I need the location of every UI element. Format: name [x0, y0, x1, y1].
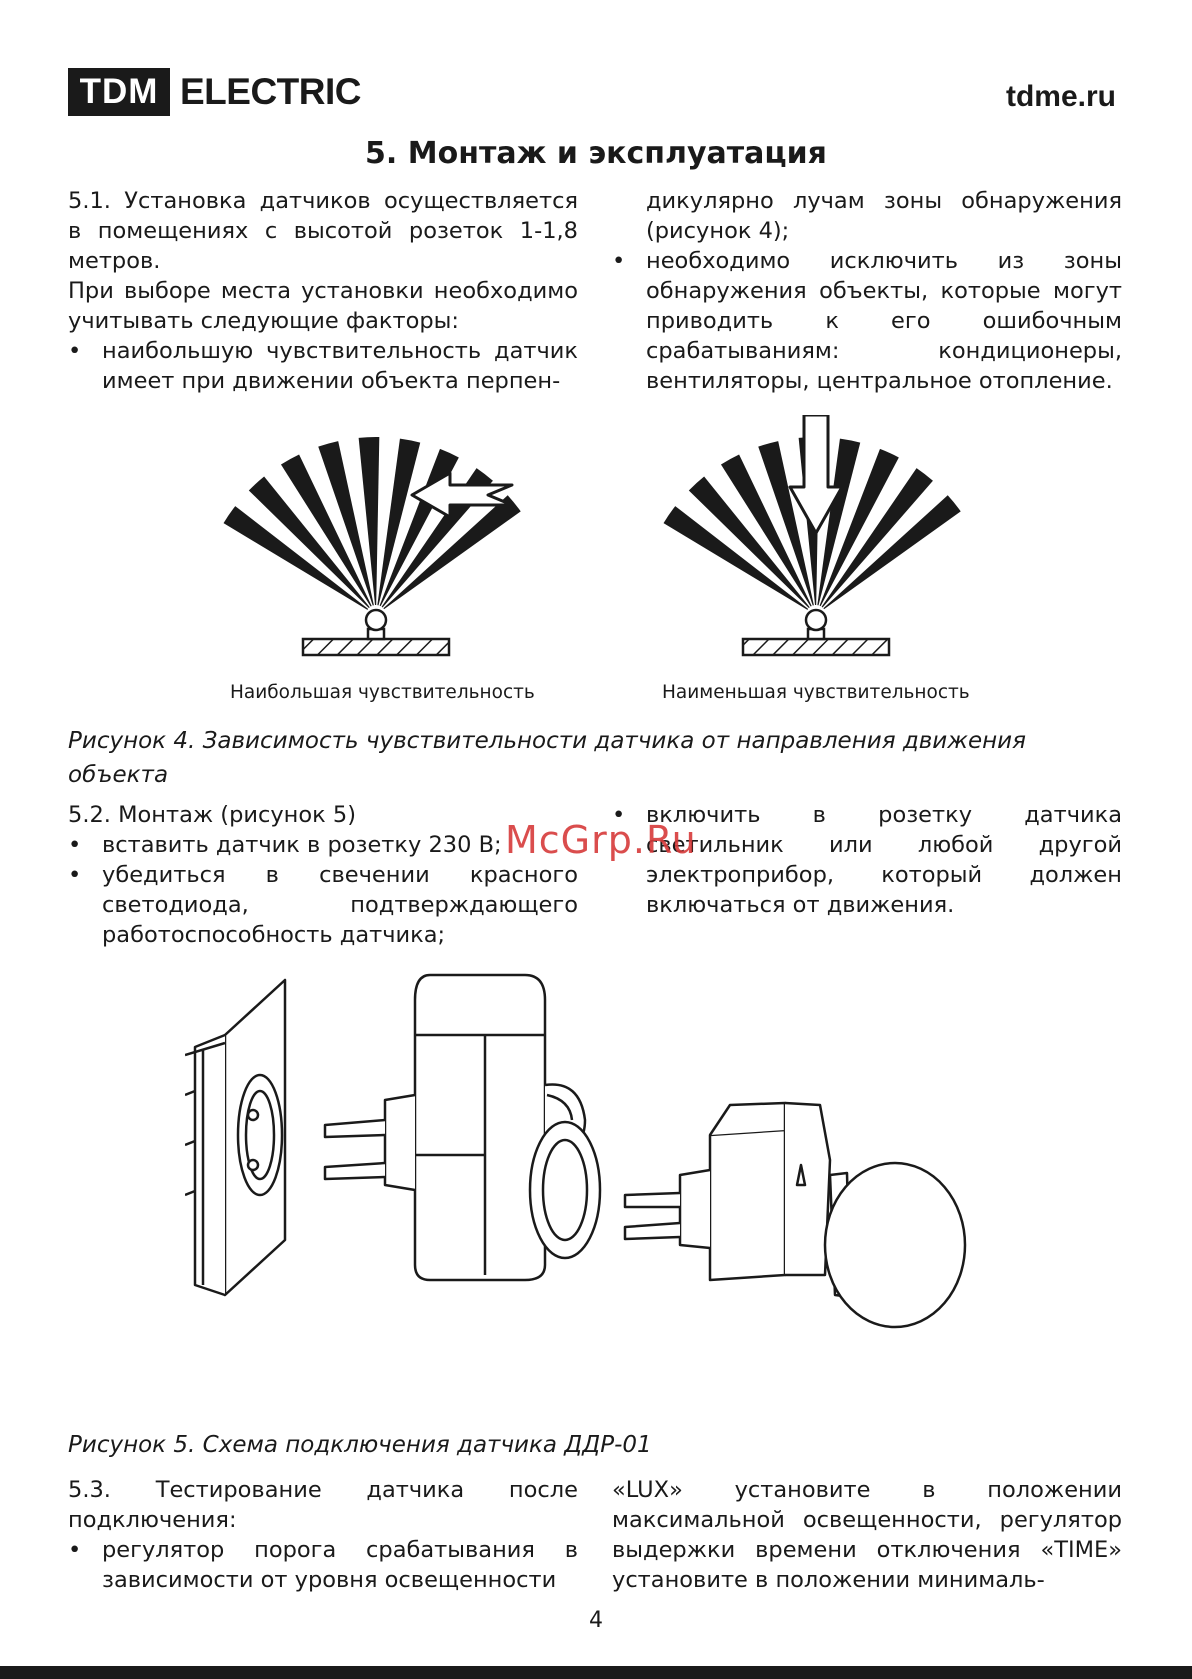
sec52-bullet-1: вставить датчик в розетку 230 В;: [68, 830, 578, 860]
detection-ray: [248, 476, 370, 609]
detection-ray: [318, 441, 374, 606]
detection-ray: [663, 506, 809, 610]
sensor-head-right: [804, 608, 828, 632]
bottom-bar: [0, 1666, 1192, 1679]
wall-mount-left: [301, 637, 451, 657]
logo-electric-word: ELECTRIC: [180, 71, 362, 112]
detection-ray: [223, 506, 369, 610]
section-5-3-right: «LUX» установите в положении максимально…: [612, 1475, 1122, 1595]
sec51-paragraph-1: 5.1. Установка датчиков осуществляется в…: [68, 188, 578, 274]
detection-ray: [823, 495, 961, 610]
detection-ray: [817, 438, 861, 606]
page-number: 4: [589, 1608, 603, 1633]
wall-socket-icon: [185, 978, 287, 1297]
motion-sensor-adapter-icon: [323, 973, 602, 1282]
arrow-down-icon: [788, 415, 844, 535]
sec53-heading: 5.3. Тестирование датчика после подключе…: [68, 1477, 578, 1533]
lamp-adapter-icon: [623, 1101, 832, 1282]
fig4-label-right: Наименьшая чувствительность: [662, 682, 970, 703]
detection-ray: [358, 437, 380, 606]
sec52-bullet-2: убедиться в свечении красного светодиода…: [68, 860, 578, 950]
fig4-label-left: Наибольшая чувствительность: [230, 682, 535, 703]
section-5-1-right: дикулярно лучам зоны обнаружения (рисуно…: [612, 186, 1122, 396]
sec52-bullet-3: включить в розетку датчика светильник ил…: [612, 800, 1122, 920]
section-5-1-left: 5.1. Установка датчиков осуществляется в…: [68, 186, 578, 396]
detection-ray: [819, 448, 899, 607]
watermark: McGrp.Ru: [505, 818, 697, 862]
detection-ray: [280, 454, 372, 607]
detection-ray: [821, 468, 933, 608]
figure-4-sensitivity-diagram: [223, 415, 961, 657]
site-url: tdme.ru: [1005, 80, 1116, 113]
fig4-caption: Рисунок 4. Зависимость чувствительности …: [68, 728, 1026, 788]
sec52-heading: 5.2. Монтаж (рисунок 5): [68, 802, 356, 828]
detection-ray: [383, 495, 521, 610]
wall-mount-right: [741, 637, 891, 657]
figure-5-connection-diagram: [185, 973, 967, 1329]
sec51-bullet-2: необходимо исключить из зоны обнаружения…: [612, 246, 1122, 396]
sec51-paragraph-2: При выборе места установки необходимо уч…: [68, 278, 578, 334]
arrow-left-icon: [410, 471, 514, 519]
sensor-head-left: [364, 608, 388, 632]
page-title: 5. Монтаж и эксплуатация: [365, 136, 827, 171]
section-5-2-right: включить в розетку датчика светильник ил…: [612, 800, 1122, 920]
light-bulb-icon: [823, 1161, 967, 1329]
detection-ray: [377, 438, 421, 606]
detection-ray: [688, 476, 810, 609]
sec53-bullet-1-cont: «LUX» установите в положении максимально…: [612, 1477, 1122, 1593]
sec51-bullet-1-start: наибольшую чувствительность датчик имеет…: [68, 336, 578, 396]
section-5-3-left: 5.3. Тестирование датчика после подключе…: [68, 1475, 578, 1595]
sec53-bullet-1: регулятор порога срабатывания в зависимо…: [68, 1535, 578, 1595]
detection-ray: [758, 441, 814, 606]
section-5-2-left: 5.2. Монтаж (рисунок 5) вставить датчик …: [68, 800, 578, 950]
logo-tdm-box: TDM: [68, 68, 170, 116]
detection-ray: [720, 454, 812, 607]
sec51-bullet-1-end: дикулярно лучам зоны обнаружения (рисуно…: [646, 188, 1122, 244]
fan-left-icon: [223, 437, 521, 610]
fig5-caption: Рисунок 5. Схема подключения датчика ДДР…: [68, 1432, 652, 1458]
